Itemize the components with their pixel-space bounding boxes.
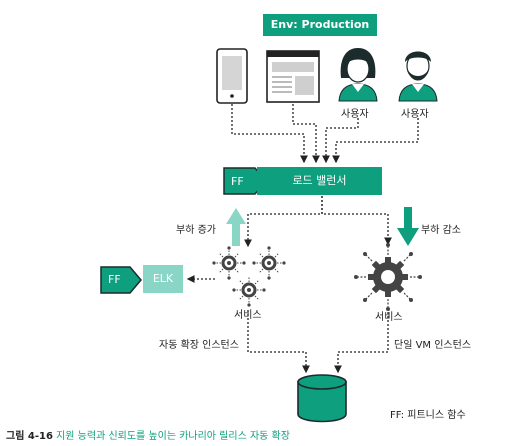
gear-cluster-icon xyxy=(212,246,286,307)
elk-ff-label: FF xyxy=(108,273,121,286)
user-label-2: 사용자 xyxy=(401,109,429,120)
left-service-label: 서비스 xyxy=(234,310,262,321)
figure-number: 그림 4-16 xyxy=(6,431,53,442)
user-label-1: 사용자 xyxy=(341,109,369,120)
connector-lb-right xyxy=(321,196,392,246)
scale-up-label: 부하 증가 xyxy=(176,225,216,236)
database-icon xyxy=(297,374,347,423)
elk-box: ELK xyxy=(143,265,183,293)
user-avatar-icon-1 xyxy=(338,48,378,102)
autoscale-caption: 자동 확장 인스턴스 xyxy=(159,340,239,351)
figure-title: 지원 능력과 신뢰도를 높이는 카나리아 릴리스 자동 확장 xyxy=(56,431,290,442)
connector-user2 xyxy=(332,118,419,164)
ff-flag-elk xyxy=(100,266,142,294)
gear-icon xyxy=(354,243,422,311)
connector-right-db xyxy=(334,312,389,374)
connector-phone xyxy=(231,104,308,164)
phone-icon xyxy=(216,48,248,104)
browser-window-icon xyxy=(266,50,320,103)
scale-up-arrow-icon xyxy=(226,208,246,246)
connector-browser xyxy=(292,104,320,164)
user-avatar-icon-2 xyxy=(398,51,438,102)
single-vm-caption: 단일 VM 인스턴스 xyxy=(394,340,472,351)
connector-left-db xyxy=(247,310,310,374)
load-balancer-box: 로드 밸런서 xyxy=(257,167,382,195)
env-badge: Env: Production xyxy=(263,14,377,36)
legend-text: FF: 피트니스 함수 xyxy=(390,410,466,421)
service-connectors xyxy=(186,196,392,374)
figure-caption: 그림 4-16 지원 능력과 신뢰도를 높이는 카나리아 릴리스 자동 확장 xyxy=(6,427,290,442)
right-service-label: 서비스 xyxy=(375,312,403,323)
scale-down-label: 부하 감소 xyxy=(421,225,461,236)
scale-down-arrow-icon xyxy=(397,207,419,246)
client-connectors xyxy=(231,104,419,164)
lb-ff-label: FF xyxy=(231,175,244,188)
connector-lb-left xyxy=(244,196,323,248)
connector-user1 xyxy=(322,118,359,164)
